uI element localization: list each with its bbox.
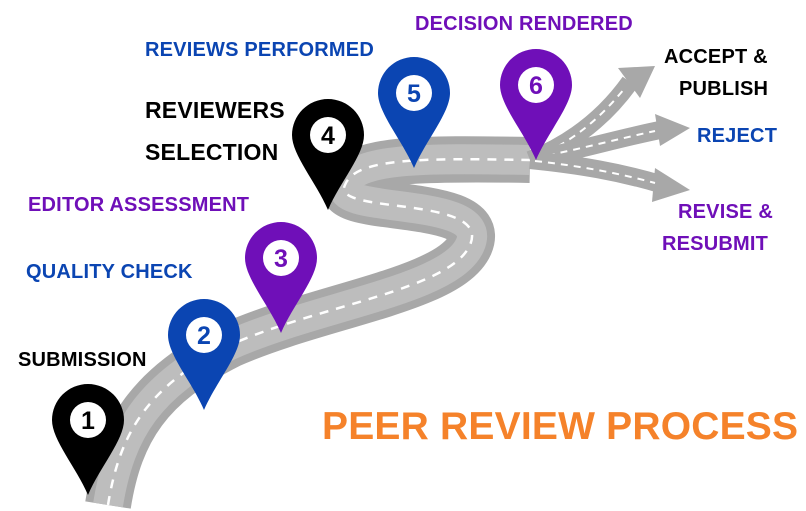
- outcome-revise-line2: RESUBMIT: [662, 233, 769, 255]
- outcome-reject: REJECT: [697, 125, 778, 147]
- step-2-pin: 2: [168, 299, 240, 410]
- step-4-label-line2: SELECTION: [145, 139, 279, 165]
- step-5-pin: 5: [378, 57, 450, 168]
- diagram-title: PEER REVIEW PROCESS: [322, 405, 799, 448]
- road-edge: [93, 144, 531, 508]
- outcome-revise-line1: REVISE &: [678, 201, 773, 223]
- step-4-number: 4: [321, 122, 335, 150]
- step-3-pin: 3: [245, 222, 317, 333]
- step-6-number: 6: [529, 72, 543, 100]
- step-1-pin: 1: [52, 384, 124, 495]
- step-3-number: 3: [274, 245, 288, 273]
- step-1-number: 1: [81, 407, 95, 435]
- outcome-accept-line2: PUBLISH: [679, 78, 769, 100]
- step-4-pin: 4: [292, 99, 364, 210]
- step-2-label: QUALITY CHECK: [26, 261, 193, 283]
- step-5-label: REVIEWS PERFORMED: [145, 39, 374, 61]
- branch-revise-arrow: [529, 151, 690, 202]
- step-2-number: 2: [197, 322, 211, 350]
- step-3-label: EDITOR ASSESSMENT: [28, 194, 250, 216]
- step-6-label: DECISION RENDERED: [415, 13, 633, 35]
- step-6-pin: 6: [500, 49, 572, 160]
- step-1-label: SUBMISSION: [18, 349, 147, 371]
- step-5-number: 5: [407, 80, 421, 108]
- step-4-label-line1: REVIEWERS: [145, 97, 285, 123]
- outcome-accept-line1: ACCEPT &: [664, 46, 768, 68]
